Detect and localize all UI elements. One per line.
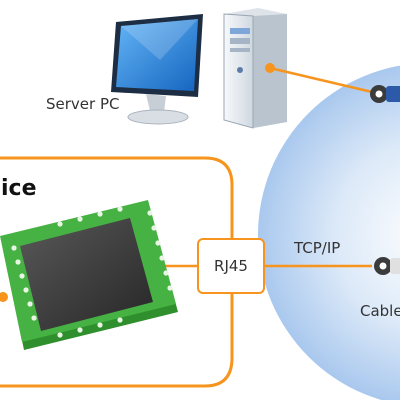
pc-to-network-line [269, 66, 373, 94]
tower-port-dot [265, 63, 275, 73]
cable-label: Cable [360, 302, 400, 320]
rj45-port: RJ45 [197, 238, 265, 294]
protocol-label: TCP/IP [294, 239, 341, 257]
rj45-label: RJ45 [214, 257, 248, 275]
server-pc-label: Server PC [46, 95, 120, 113]
device-title: ice [1, 176, 37, 201]
chip-module-icon [0, 200, 178, 350]
monitor-icon [111, 14, 203, 125]
network-cloud [258, 65, 400, 400]
network-connector-icon [370, 85, 400, 103]
server-tower-icon [223, 8, 287, 129]
cable-connector-icon [374, 257, 400, 275]
left-edge-dot [0, 292, 8, 302]
